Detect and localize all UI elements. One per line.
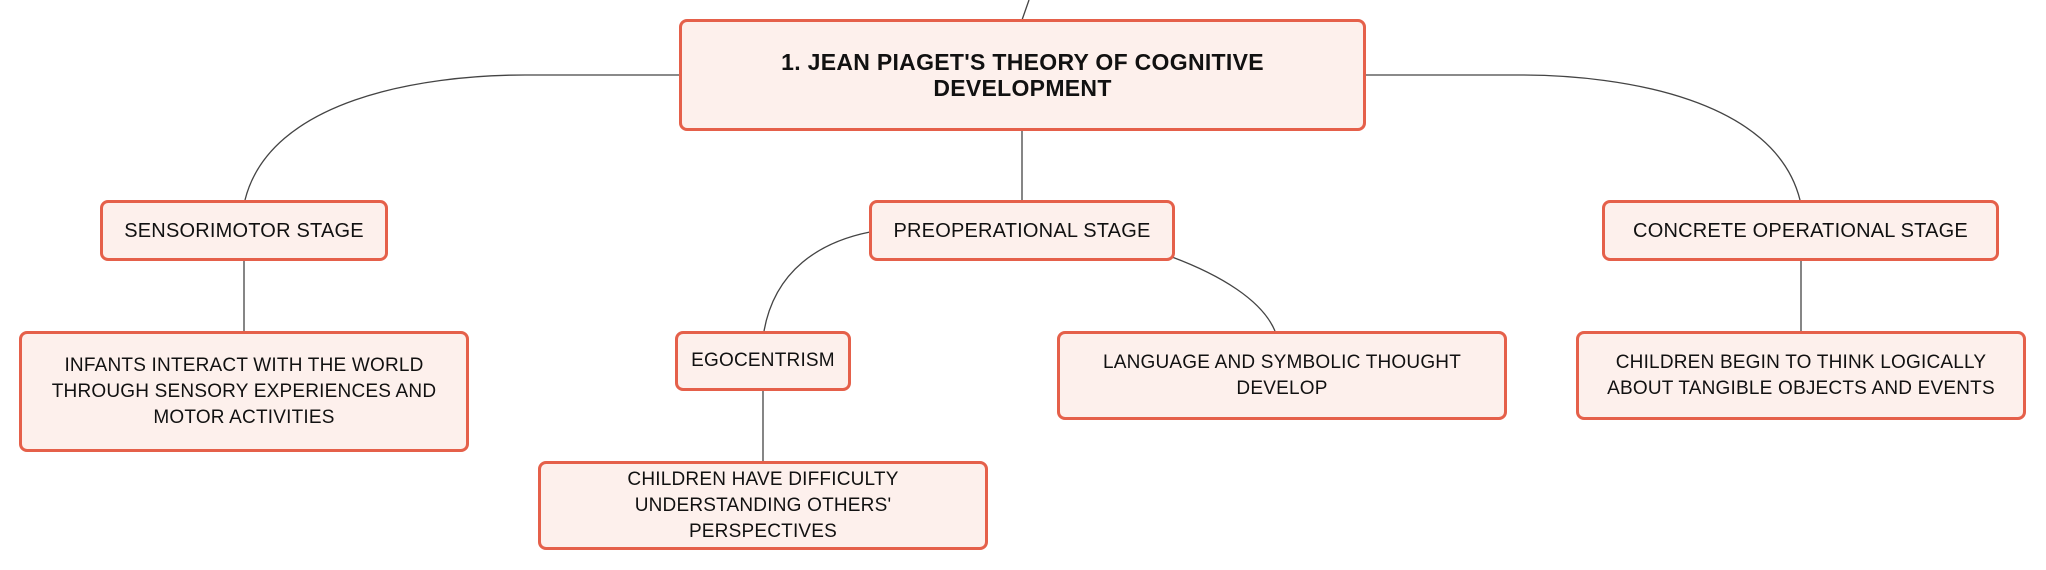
- connector-preoperational-to-language: [1171, 256, 1276, 332]
- connector-preoperational-to-egocentrism: [763, 231, 871, 332]
- root-node[interactable]: 1. JEAN PIAGET'S THEORY OF COGNITIVE DEV…: [679, 19, 1366, 131]
- detail-node-label: CHILDREN BEGIN TO THINK LOGICALLY ABOUT …: [1607, 351, 1995, 399]
- detail-node-label: INFANTS INTERACT WITH THE WORLD THROUGH …: [51, 354, 437, 428]
- detail-node-label: EGOCENTRISM: [691, 350, 835, 371]
- detail-node-label: CHILDREN HAVE DIFFICULTY UNDERSTANDING O…: [627, 468, 899, 542]
- stage-node-preoperational[interactable]: PREOPERATIONAL STAGE: [869, 200, 1175, 261]
- connector-root-to-concrete: [1366, 74, 1801, 201]
- stage-node-label: PREOPERATIONAL STAGE: [893, 219, 1151, 242]
- detail-node-language[interactable]: LANGUAGE AND SYMBOLIC THOUGHT DEVELOP: [1057, 331, 1507, 420]
- stage-node-label: CONCRETE OPERATIONAL STAGE: [1633, 219, 1968, 242]
- connector-parent-to-root: [1021, 0, 1030, 21]
- stage-node-sensorimotor[interactable]: SENSORIMOTOR STAGE: [100, 200, 388, 261]
- detail-node-concrete-operational[interactable]: CHILDREN BEGIN TO THINK LOGICALLY ABOUT …: [1576, 331, 2026, 420]
- stage-node-label: SENSORIMOTOR STAGE: [124, 219, 364, 242]
- detail-node-sensorimotor[interactable]: INFANTS INTERACT WITH THE WORLD THROUGH …: [19, 331, 469, 452]
- stage-node-concrete-operational[interactable]: CONCRETE OPERATIONAL STAGE: [1602, 200, 1999, 261]
- root-node-label: 1. JEAN PIAGET'S THEORY OF COGNITIVE DEV…: [781, 49, 1264, 101]
- detail-node-label: LANGUAGE AND SYMBOLIC THOUGHT DEVELOP: [1102, 351, 1462, 399]
- detail-node-egocentrism[interactable]: EGOCENTRISM: [675, 331, 851, 391]
- detail-node-egocentrism-perspectives[interactable]: CHILDREN HAVE DIFFICULTY UNDERSTANDING O…: [538, 461, 988, 550]
- connector-root-to-sensorimotor: [244, 74, 679, 201]
